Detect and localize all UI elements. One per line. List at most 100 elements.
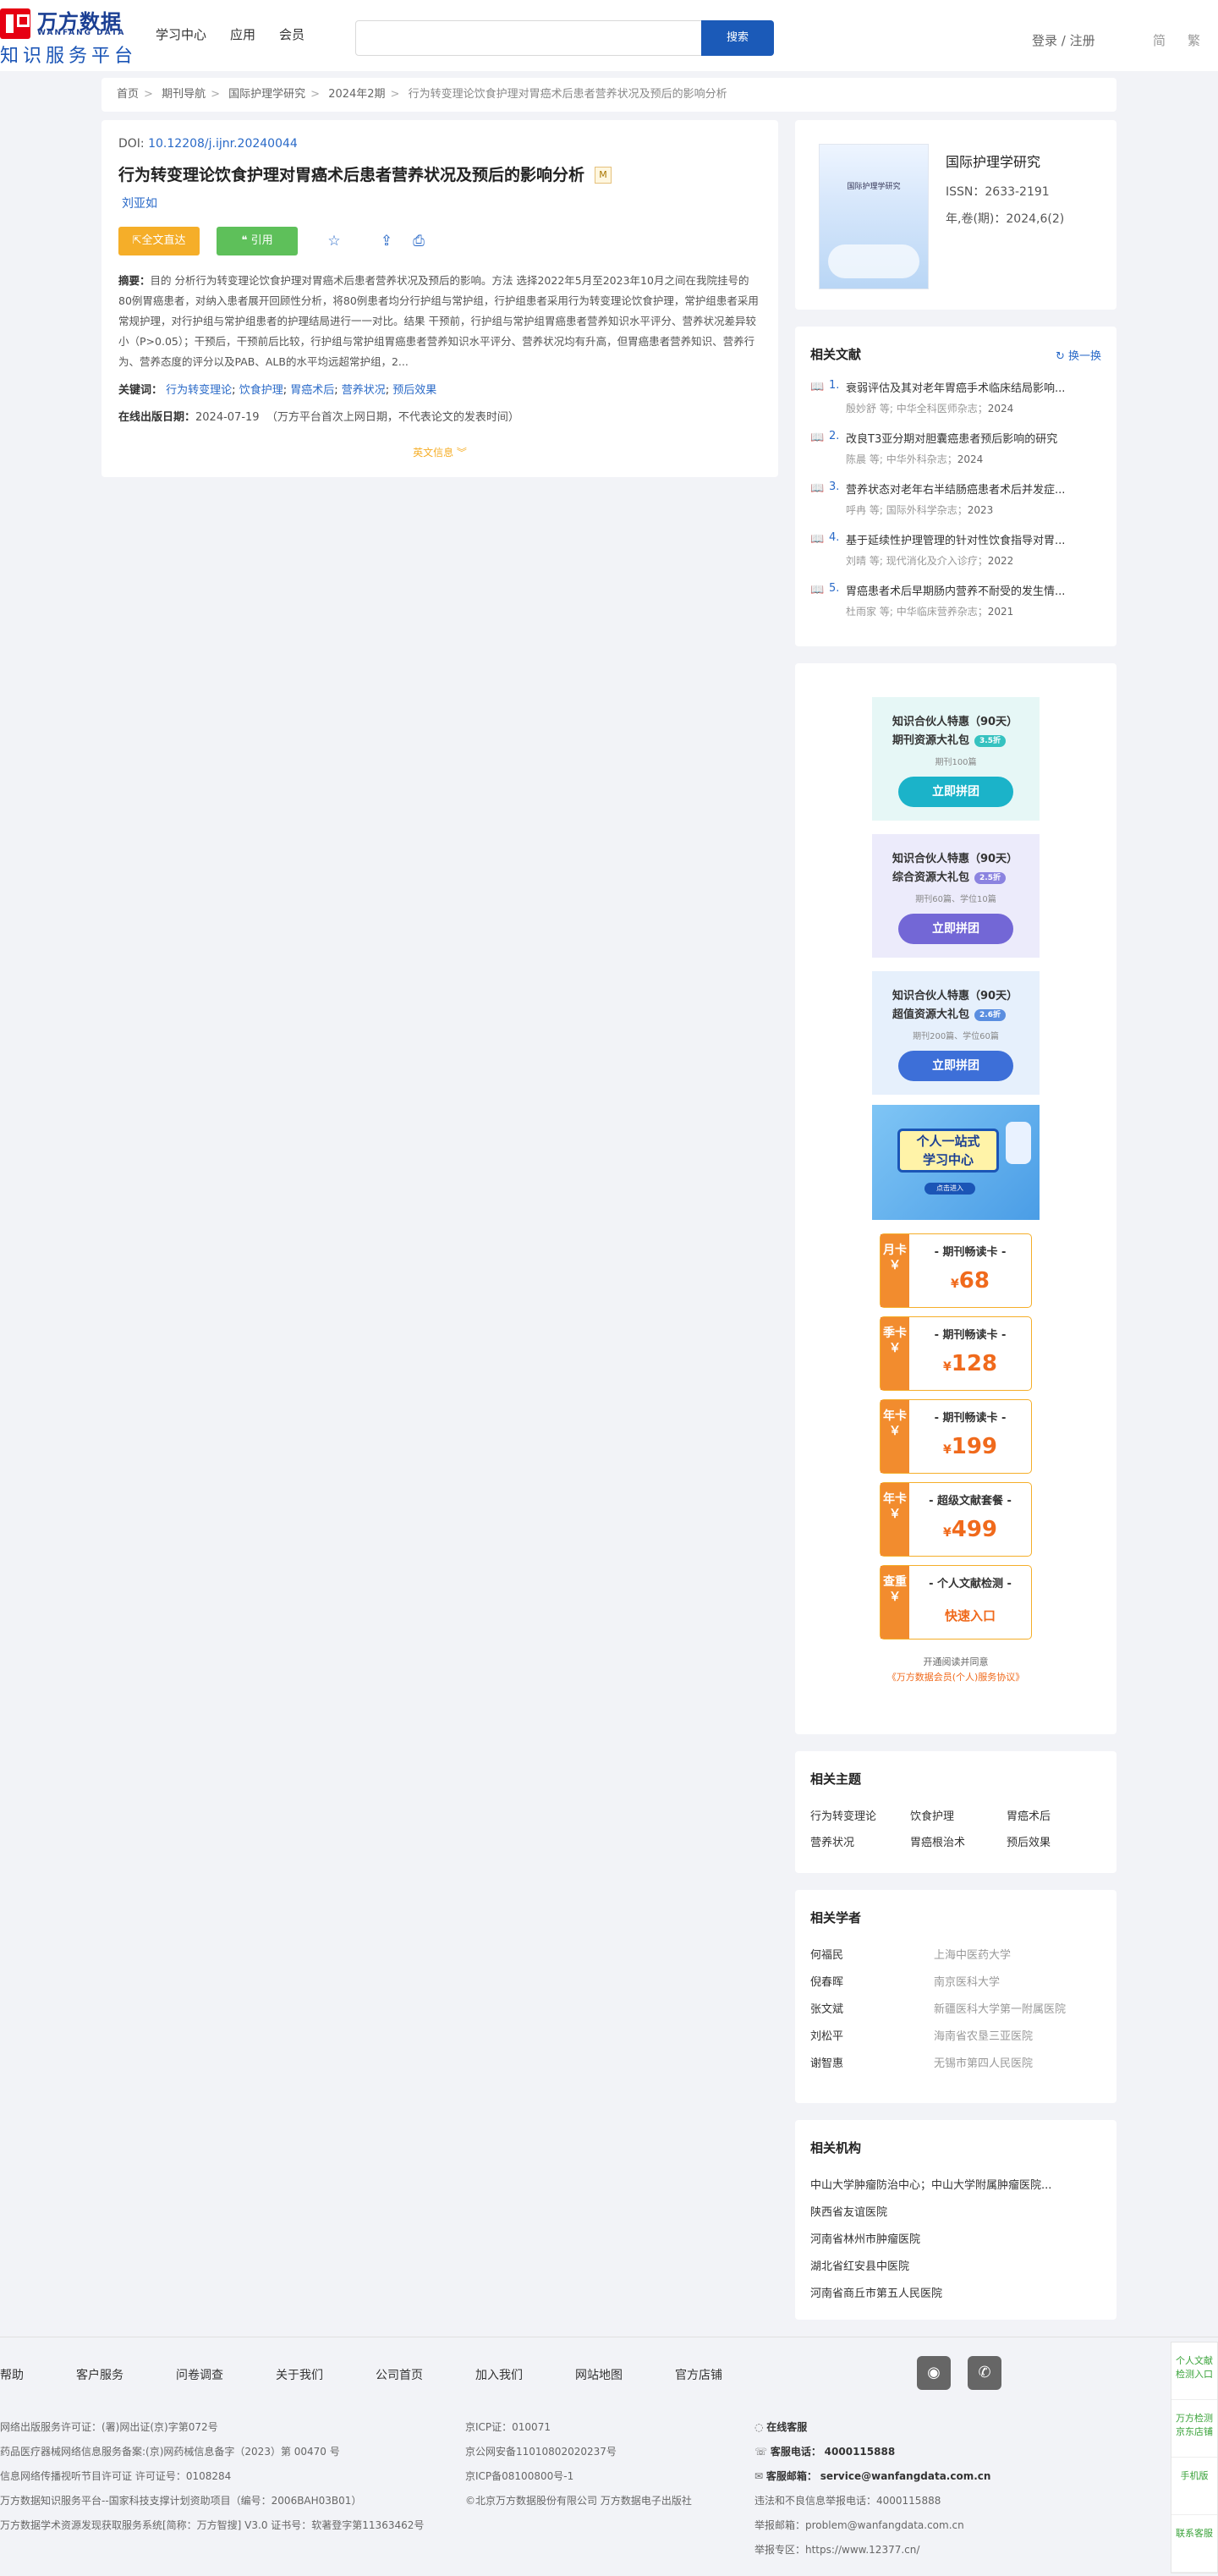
vip-card-quarterly[interactable]: 季卡￥ - 期刊畅读卡 - ¥128 bbox=[880, 1316, 1032, 1391]
discount-badge: 2.5折 bbox=[974, 872, 1006, 884]
keyword-link[interactable]: 饮食护理 bbox=[239, 384, 283, 397]
abstract: 摘要：目的 分析行为转变理论饮食护理对胃癌术后患者营养状况及预后的影响。方法 选… bbox=[118, 271, 761, 372]
report-zone[interactable]: 举报专区：https://www.12377.cn/ bbox=[754, 2544, 920, 2556]
side-mobile[interactable]: 手机版 bbox=[1171, 2458, 1217, 2515]
item-number: 4. bbox=[829, 531, 840, 544]
related-title-link[interactable]: 改良T3亚分期对胆囊癌患者预后影响的研究 bbox=[846, 433, 1058, 446]
vip-card-title: - 期刊畅读卡 - bbox=[934, 1329, 1007, 1342]
list-item: 倪春晖 南京医科大学 bbox=[810, 1973, 1103, 2000]
search-input[interactable] bbox=[355, 20, 702, 56]
lang-traditional[interactable]: 繁 bbox=[1188, 33, 1201, 48]
journal-cover[interactable]: 国际护理学研究 bbox=[819, 144, 929, 289]
institution-link[interactable]: 湖北省红安县中医院 bbox=[810, 2260, 910, 2273]
agreement-link[interactable]: 《万方数据会员(个人)服务协议》 bbox=[886, 1672, 1025, 1683]
nav-apps[interactable]: 应用 bbox=[230, 27, 256, 42]
promo-line2-text: 超值资源大礼包 bbox=[892, 1008, 970, 1021]
online-service-link[interactable]: 在线客服 bbox=[766, 2421, 808, 2433]
footer-link-help[interactable]: 帮助 bbox=[0, 2369, 24, 2382]
side-detection-entry[interactable]: 个人文献检测入口 bbox=[1171, 2343, 1217, 2400]
footer-link-survey[interactable]: 问卷调查 bbox=[176, 2369, 223, 2382]
footer-link-service[interactable]: 客户服务 bbox=[76, 2369, 123, 2382]
favorite-star-icon[interactable]: ☆ bbox=[327, 233, 341, 250]
footer-link-store[interactable]: 官方店铺 bbox=[675, 2369, 722, 2382]
license-line: 万方数据知识服务平台--国家科技支撑计划资助项目（编号：2006BAH03B01… bbox=[0, 2495, 362, 2507]
footer-link-company[interactable]: 公司首页 bbox=[376, 2369, 423, 2382]
side-contact-service[interactable]: 联系客服 bbox=[1171, 2515, 1217, 2573]
doi-link[interactable]: 10.12208/j.ijnr.20240044 bbox=[148, 137, 298, 151]
related-year: 2021 bbox=[987, 606, 1014, 618]
vip-card-type: 季卡 bbox=[883, 1326, 907, 1340]
logo-text: 万方数据 bbox=[37, 10, 122, 34]
english-info-toggle[interactable]: 英文信息 ︾ bbox=[102, 445, 778, 459]
institution-link[interactable]: 中山大学肿瘤防治中心；中山大学附属肿瘤医院... bbox=[810, 2179, 1052, 2192]
institution-link[interactable]: 河南省林州市肿瘤医院 bbox=[810, 2233, 921, 2246]
scholar-org-link[interactable]: 无锡市第四人民医院 bbox=[934, 2057, 1034, 2070]
search-button[interactable]: 搜索 bbox=[701, 20, 774, 56]
topic-link[interactable]: 营养状况 bbox=[810, 1837, 855, 1849]
footer-link-about[interactable]: 关于我们 bbox=[276, 2369, 323, 2382]
nav-membership[interactable]: 会员 bbox=[279, 27, 305, 42]
related-title-link[interactable]: 基于延续性护理管理的针对性饮食指导对胃... bbox=[846, 535, 1066, 547]
scholar-name-link[interactable]: 张文斌 bbox=[810, 2003, 844, 2016]
refresh-button[interactable]: ↻ 换一换 bbox=[1056, 347, 1101, 363]
icp-line: 京ICP备08100800号-1 bbox=[465, 2470, 574, 2482]
scholar-org-link[interactable]: 南京医科大学 bbox=[934, 1976, 1001, 1989]
footer-link-join[interactable]: 加入我们 bbox=[475, 2369, 523, 2382]
plagiarism-check-card[interactable]: 查重￥ - 个人文献检测 - 快速入口 bbox=[880, 1565, 1032, 1640]
vip-card-monthly[interactable]: 月卡￥ - 期刊畅读卡 - ¥68 bbox=[880, 1233, 1032, 1308]
group-buy-button[interactable]: 立即拼团 bbox=[898, 1051, 1013, 1081]
abstract-label: 摘要： bbox=[118, 274, 151, 287]
group-buy-button[interactable]: 立即拼团 bbox=[898, 914, 1013, 944]
link-icon: ⇱ bbox=[132, 234, 142, 247]
keyword-link[interactable]: 预后效果 bbox=[392, 384, 437, 397]
wechat-icon[interactable]: ✆ bbox=[968, 2356, 1001, 2390]
learning-center-banner[interactable]: 个人一站式 学习中心 点击进入 bbox=[872, 1105, 1040, 1220]
topic-link[interactable]: 饮食护理 bbox=[910, 1810, 955, 1823]
breadcrumb-issue[interactable]: 2024年2期 bbox=[328, 88, 386, 101]
share-icon[interactable]: ⇪ bbox=[380, 233, 393, 250]
breadcrumb-journal-nav[interactable]: 期刊导航 bbox=[162, 88, 206, 101]
keyword-link[interactable]: 行为转变理论 bbox=[166, 384, 233, 397]
scholar-org-link[interactable]: 新疆医科大学第一附属医院 bbox=[934, 2003, 1067, 2016]
related-title-link[interactable]: 胃癌患者术后早期肠内营养不耐受的发生情... bbox=[846, 585, 1066, 598]
topic-link[interactable]: 胃癌根治术 bbox=[910, 1837, 966, 1849]
scholar-name-link[interactable]: 倪春晖 bbox=[810, 1976, 844, 1989]
breadcrumb-home[interactable]: 首页 bbox=[117, 88, 140, 101]
lang-simplified[interactable]: 简 bbox=[1153, 33, 1166, 48]
weibo-icon[interactable]: ◉ bbox=[917, 2356, 951, 2390]
vip-card-super[interactable]: 年卡￥ - 超级文献套餐 - ¥499 bbox=[880, 1482, 1032, 1557]
topic-link[interactable]: 行为转变理论 bbox=[810, 1810, 877, 1823]
related-title-link[interactable]: 衰弱评估及其对老年胃癌手术临床结局影响... bbox=[846, 382, 1066, 395]
footer-link-sitemap[interactable]: 网站地图 bbox=[575, 2369, 623, 2382]
breadcrumb-journal[interactable]: 国际护理学研究 bbox=[228, 88, 306, 101]
journal-name[interactable]: 国际护理学研究 bbox=[946, 154, 1041, 170]
scholar-org-link[interactable]: 海南省农垦三亚医院 bbox=[934, 2030, 1034, 2043]
scholar-name-link[interactable]: 刘松平 bbox=[810, 2030, 844, 2043]
group-buy-button[interactable]: 立即拼团 bbox=[898, 777, 1013, 807]
related-title-link[interactable]: 营养状态对老年右半结肠癌患者术后并发症... bbox=[846, 484, 1066, 497]
email-address[interactable]: service@wanfangdata.com.cn bbox=[820, 2470, 991, 2482]
scholar-org-link[interactable]: 上海中医药大学 bbox=[934, 1949, 1012, 1962]
login-register-link[interactable]: 登录 / 注册 bbox=[1032, 33, 1095, 48]
author-link[interactable]: 刘亚如 bbox=[122, 197, 157, 211]
side-float-toolbar: 个人文献检测入口 万方检测京东店铺 手机版 联系客服 bbox=[1171, 2342, 1218, 2573]
price-value: 199 bbox=[951, 1434, 998, 1459]
related-source: 中华临床营养杂志； bbox=[896, 606, 988, 618]
institution-link[interactable]: 陕西省友谊医院 bbox=[810, 2206, 888, 2219]
scholar-name-link[interactable]: 谢智惠 bbox=[810, 2057, 844, 2070]
cite-button[interactable]: ❝ 引用 bbox=[217, 227, 298, 255]
side-jd-store[interactable]: 万方检测京东店铺 bbox=[1171, 2400, 1217, 2458]
scholar-name-link[interactable]: 何福民 bbox=[810, 1949, 844, 1962]
topic-link[interactable]: 预后效果 bbox=[1007, 1837, 1051, 1849]
full-text-button[interactable]: ⇱全文直达 bbox=[118, 227, 200, 255]
keyword-link[interactable]: 营养状况 bbox=[341, 384, 386, 397]
print-icon[interactable]: ⎙ bbox=[413, 233, 425, 250]
institution-link[interactable]: 河南省商丘市第五人民医院 bbox=[810, 2288, 943, 2300]
nav-learning-center[interactable]: 学习中心 bbox=[156, 27, 207, 42]
banner-title1: 个人一站式 bbox=[916, 1134, 980, 1149]
keyword-link[interactable]: 胃癌术后 bbox=[290, 384, 335, 397]
vip-card-yearly[interactable]: 年卡￥ - 期刊畅读卡 - ¥199 bbox=[880, 1399, 1032, 1474]
topic-link[interactable]: 胃癌术后 bbox=[1007, 1810, 1051, 1823]
wanfang-logo[interactable]: 万方数据 WANFANG DATA 知识服务平台 bbox=[0, 5, 133, 67]
